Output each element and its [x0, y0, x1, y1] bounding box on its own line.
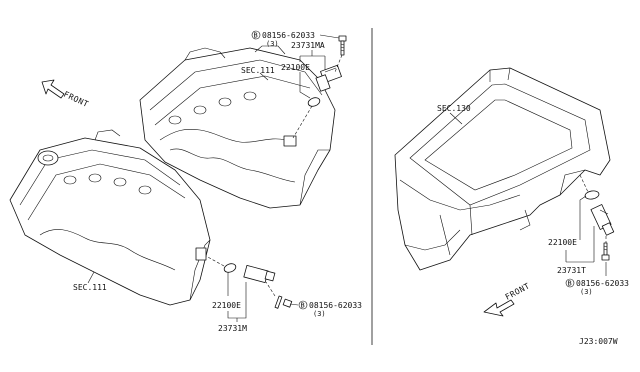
right-o-ring	[584, 190, 600, 200]
upper-bolt-qty: (3)	[266, 40, 279, 48]
front-arrow-left-label: FRONT	[62, 90, 90, 109]
upper-sec-leader	[259, 72, 269, 81]
lower-bolt-marker: B	[301, 302, 305, 310]
oilpan-sec-label: SEC.130	[437, 104, 471, 113]
upper-bolt-marker: B	[254, 32, 258, 40]
right-bolt-qty: (3)	[580, 288, 593, 296]
lower-oring-label: 22100E	[212, 301, 241, 310]
upper-o-ring	[307, 97, 321, 107]
right-bolt-label: 08156-62033	[576, 279, 629, 288]
upper-sensor-label: 23731MA	[291, 41, 325, 50]
front-arrow-right: FRONT	[483, 281, 532, 317]
upper-bolt-label: 08156-62033	[262, 31, 315, 40]
upper-oring-leader	[299, 72, 311, 99]
right-bolt	[601, 242, 610, 261]
upper-cam-sensor	[315, 64, 342, 92]
lower-sec-leader	[87, 271, 95, 284]
upper-bolt	[338, 35, 347, 56]
right-oring-label: 22100E	[548, 238, 577, 247]
upper-cylinder-head	[139, 45, 336, 209]
upper-bolt-callout: B 08156-62033 (3)	[251, 30, 340, 48]
right-sensor-dash	[579, 174, 589, 193]
upper-bolt-marker-circle	[251, 30, 261, 40]
lower-sensor-bracket	[227, 282, 247, 319]
lower-bolt-qty: (3)	[313, 310, 326, 318]
upper-bolt-dash	[334, 54, 343, 73]
lower-cam-sensor	[243, 264, 276, 284]
lower-bolt-label: 08156-62033	[309, 301, 362, 310]
upper-sec-label: SEC.111	[241, 66, 275, 75]
upper-sensor-bracket	[299, 50, 326, 70]
front-arrow-right-label: FRONT	[504, 281, 532, 301]
crank-sensor	[590, 204, 615, 236]
right-oring-leader	[579, 195, 587, 240]
figure-code: J23:007W	[579, 337, 618, 346]
right-bolt-marker: B	[568, 280, 572, 288]
lower-sec-label: SEC.111	[73, 283, 107, 292]
right-bolt-callout: B 08156-62033 (3)	[565, 262, 629, 296]
right-sensor-bracket	[565, 226, 595, 263]
lower-bolt	[274, 295, 293, 309]
upper-sensor-dash	[292, 105, 313, 139]
lower-bolt-callout: B 08156-62033 (3)	[289, 300, 362, 318]
upper-oring-label: 22100E	[281, 63, 310, 72]
front-arrow-left: FRONT	[41, 79, 90, 109]
lower-o-ring	[223, 263, 237, 273]
oilpan-sec-leader	[449, 112, 463, 125]
right-sensor-label: 23731T	[557, 266, 586, 275]
lower-cylinder-head	[9, 129, 211, 306]
oil-pan	[394, 67, 611, 271]
lower-sensor-dash	[205, 255, 225, 267]
lower-bolt-dash	[265, 281, 276, 297]
lower-sensor-label: 23731M	[218, 324, 247, 333]
